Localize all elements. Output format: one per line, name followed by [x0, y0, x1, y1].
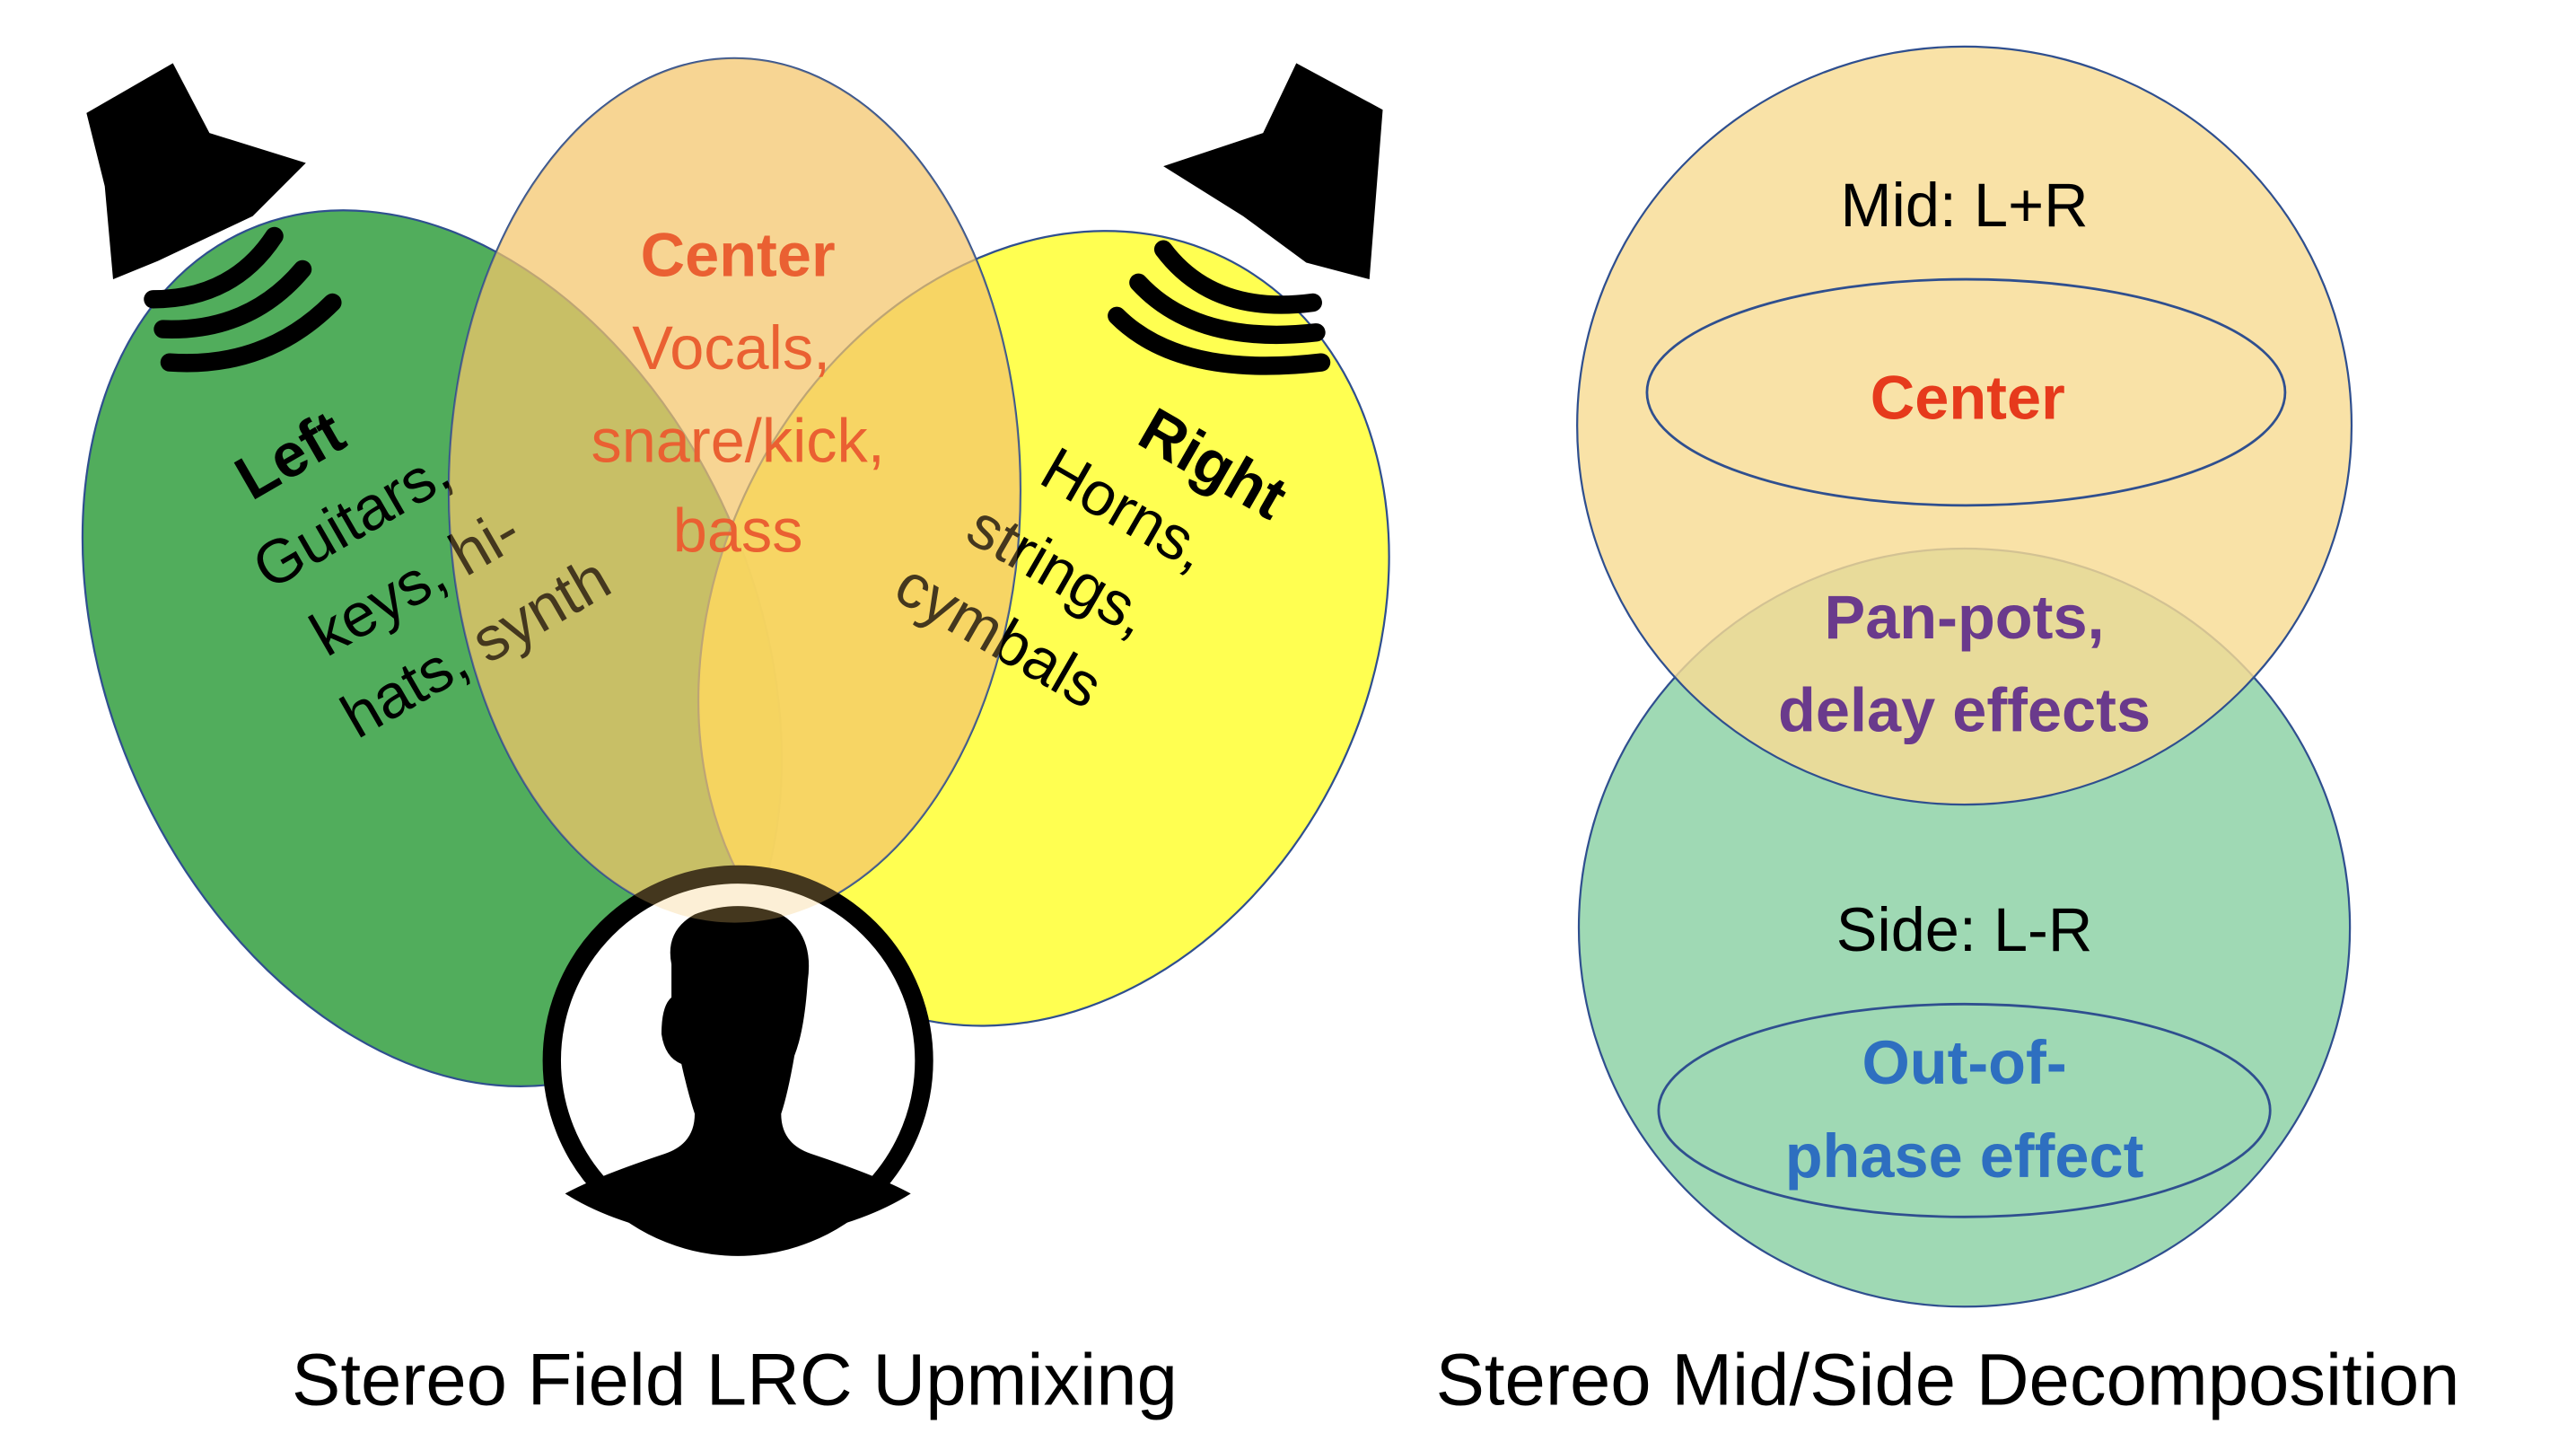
mid-circle: [1576, 45, 2353, 806]
ms-diagram: Mid: L+R Center Pan-pots, delay effects …: [1436, 45, 2460, 1421]
side-label: Side: L-R: [1836, 895, 2093, 964]
right-speaker-icon: [1108, 63, 1383, 375]
center-line-2: snare/kick,: [591, 407, 884, 476]
center-ellipse: [447, 57, 1022, 924]
overlap-line-1: Pan-pots,: [1825, 583, 2105, 652]
lrc-caption: Stereo Field LRC Upmixing: [292, 1340, 1178, 1421]
center-line-1: Vocals,: [632, 313, 830, 382]
side-phase-line-1: Out-of-: [1862, 1028, 2066, 1097]
ms-caption: Stereo Mid/Side Decomposition: [1436, 1340, 2460, 1421]
center-title: Center: [641, 220, 836, 289]
lrc-diagram: Center Vocals, snare/kick, bass Left Gui…: [81, 57, 1390, 1421]
side-phase-line-2: phase effect: [1785, 1121, 2144, 1191]
listener-head-icon: [542, 865, 933, 1256]
side-phase-ellipse: [1657, 1002, 2272, 1218]
mid-center-ellipse: [1645, 277, 2287, 507]
left-speaker-icon: [86, 63, 342, 373]
mid-center-label: Center: [1871, 364, 2065, 433]
overlap-line-2: delay effects: [1778, 676, 2151, 745]
mid-label: Mid: L+R: [1841, 171, 2089, 240]
center-line-3: bass: [673, 497, 803, 566]
